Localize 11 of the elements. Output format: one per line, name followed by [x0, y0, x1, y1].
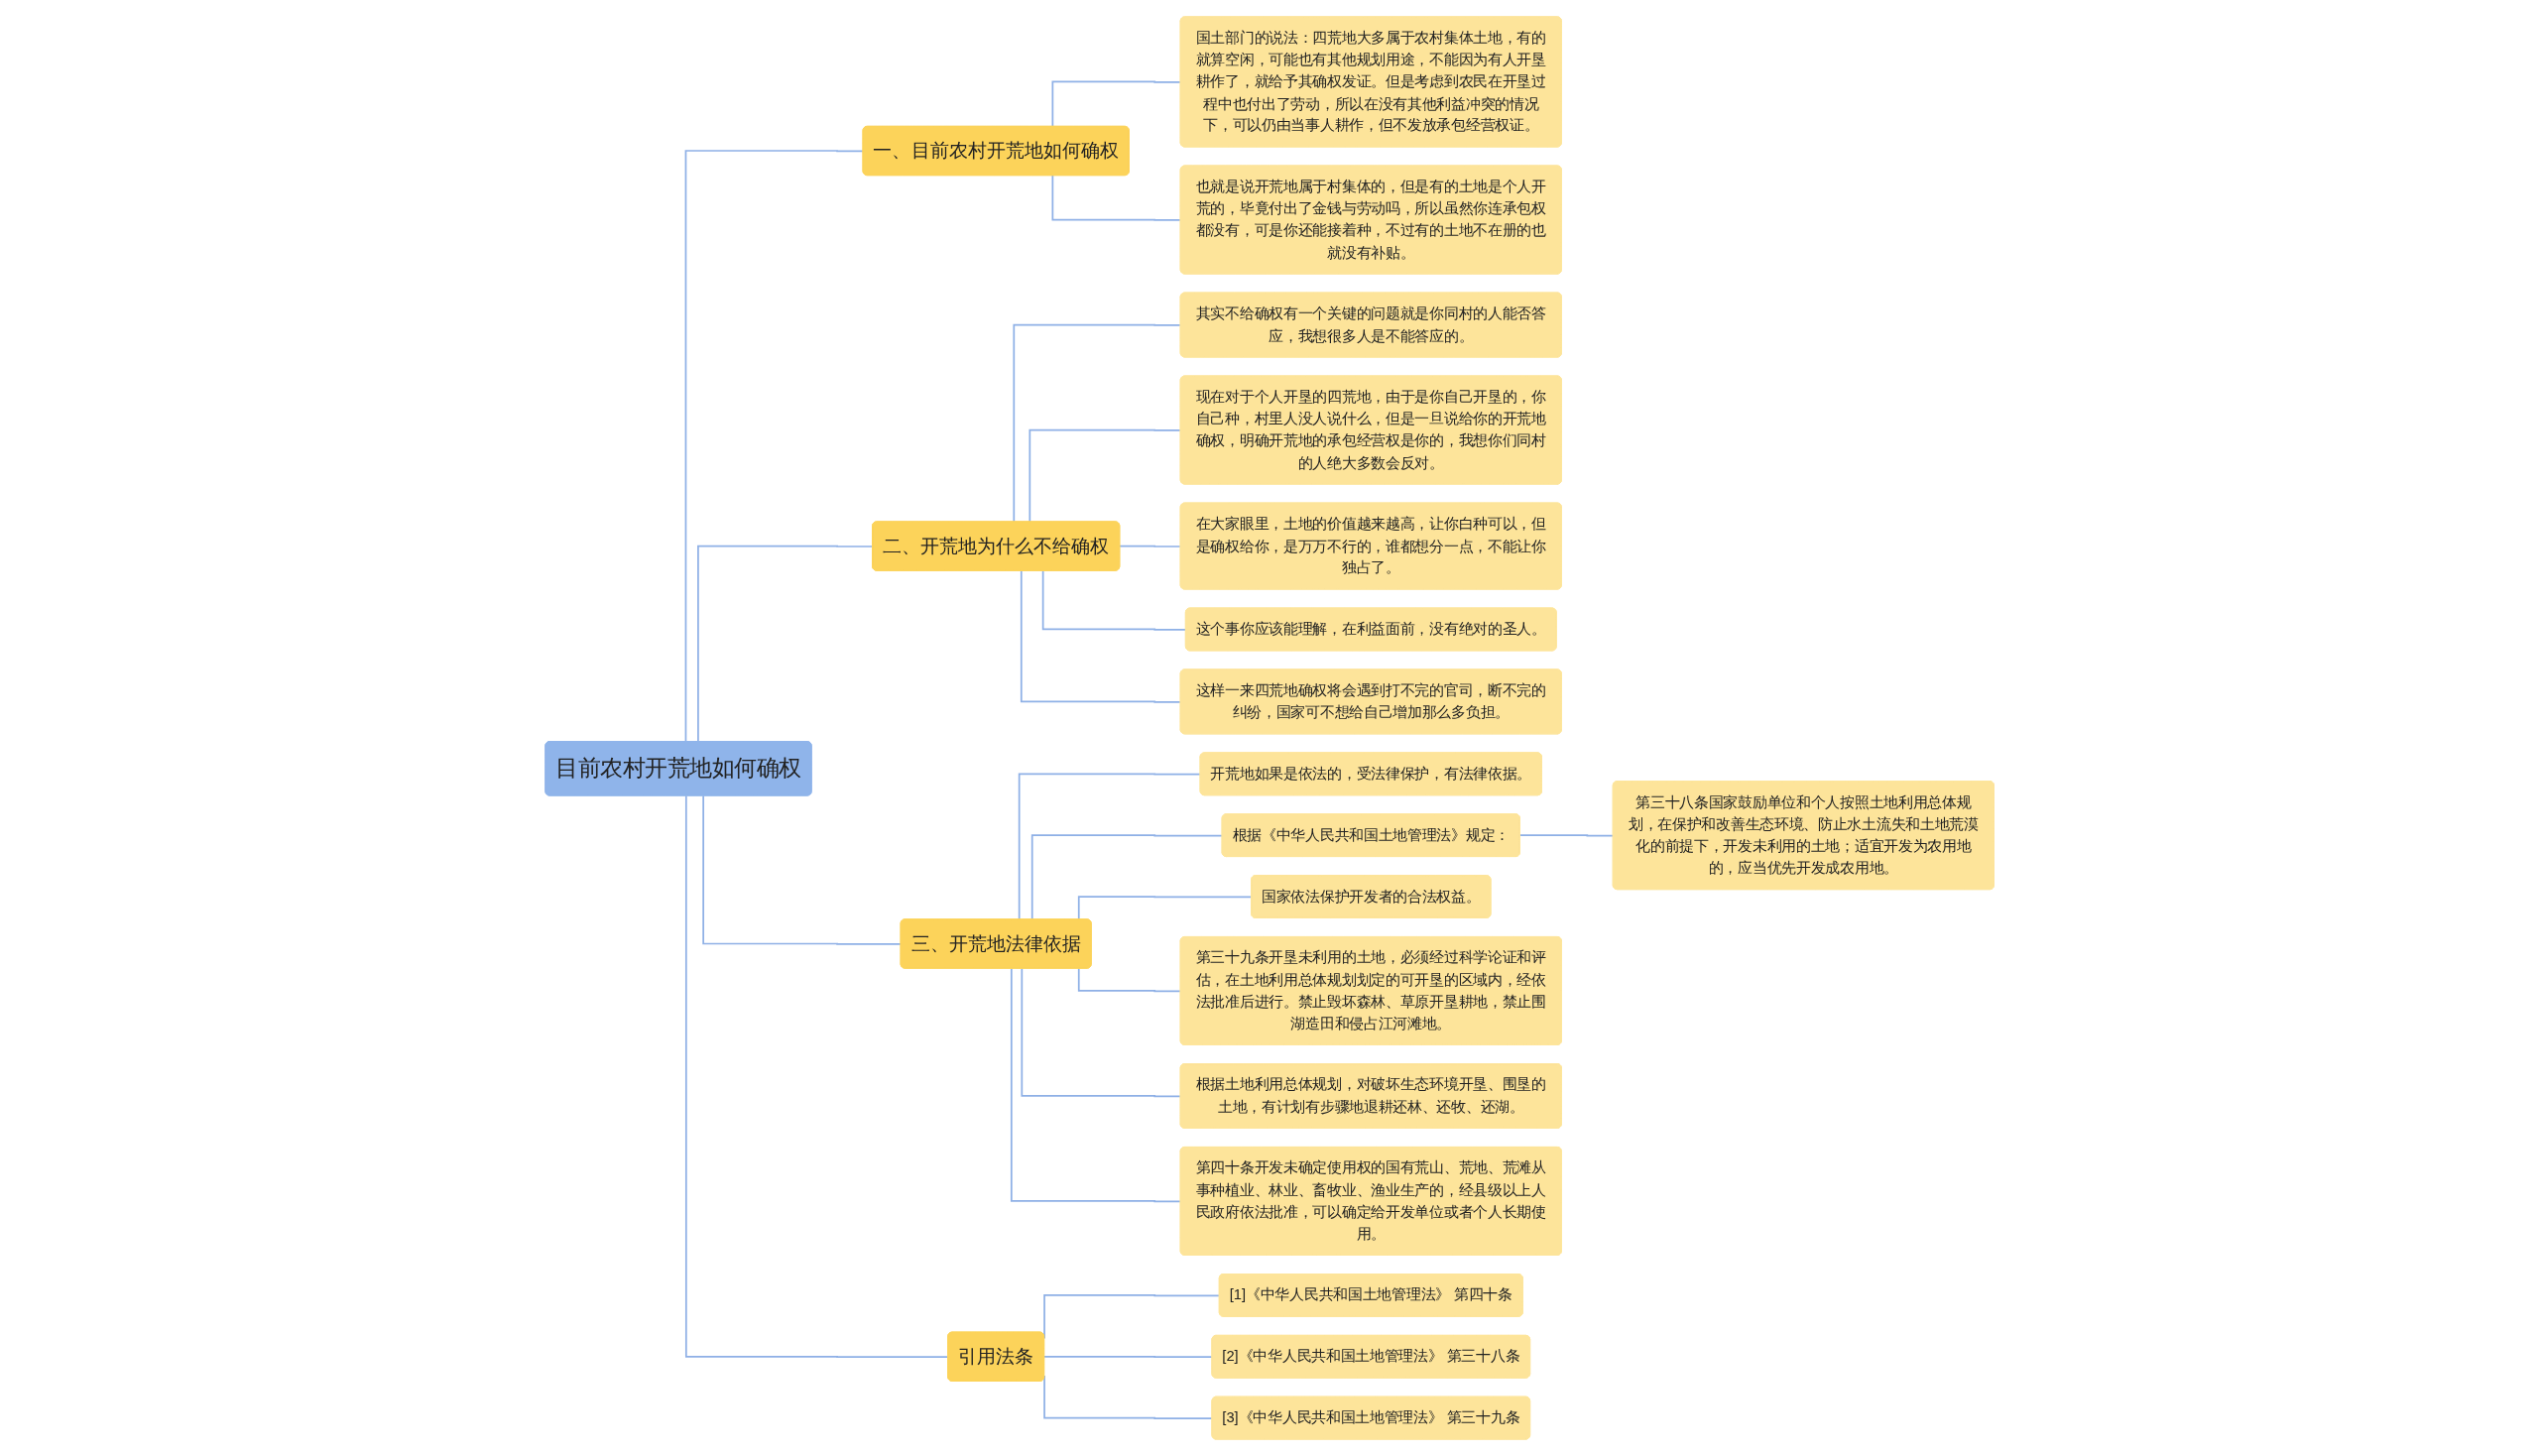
connector	[1051, 80, 1182, 128]
connector	[1041, 569, 1187, 631]
connector	[1051, 175, 1182, 221]
connector	[1518, 834, 1615, 837]
connector	[1077, 967, 1182, 993]
connector	[1119, 545, 1182, 547]
connector	[1010, 967, 1182, 1203]
connector	[696, 545, 874, 743]
connector	[1021, 967, 1182, 1098]
connector	[684, 794, 949, 1359]
connector	[1020, 569, 1182, 703]
